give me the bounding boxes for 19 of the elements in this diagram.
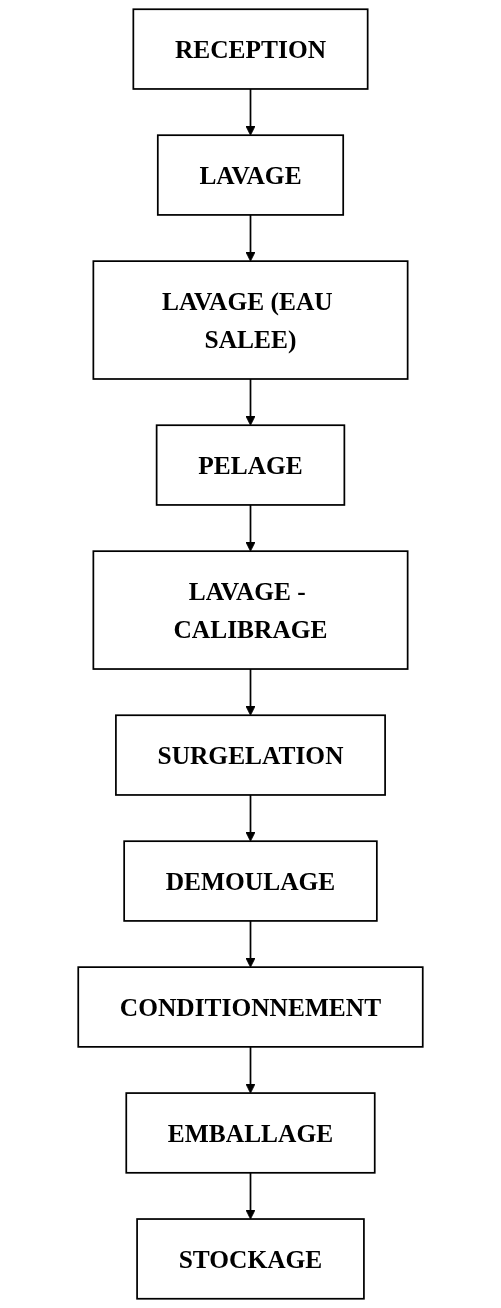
arrow	[245, 88, 256, 136]
node-box: PELAGE	[155, 424, 346, 506]
node-box: STOCKAGE	[136, 1218, 365, 1300]
arrow	[245, 920, 256, 968]
node-box: LAVAGE (EAU SALEE)	[92, 260, 409, 380]
arrow	[245, 378, 256, 426]
node-box: SURGELATION	[115, 714, 386, 796]
arrow	[245, 794, 256, 842]
arrow	[245, 1171, 256, 1220]
arrow	[245, 504, 256, 552]
arrow	[245, 668, 256, 716]
arrow	[245, 1046, 256, 1094]
node-box: EMBALLAGE	[125, 1092, 376, 1174]
node-box: LAVAGE	[156, 134, 345, 216]
arrow	[245, 214, 256, 262]
node-box: LAVAGE - CALIBRAGE	[92, 550, 409, 670]
node-box: RECEPTION	[132, 8, 369, 90]
node-box: DEMOULAGE	[123, 840, 378, 922]
node-box: CONDITIONNEMENT	[77, 966, 424, 1048]
